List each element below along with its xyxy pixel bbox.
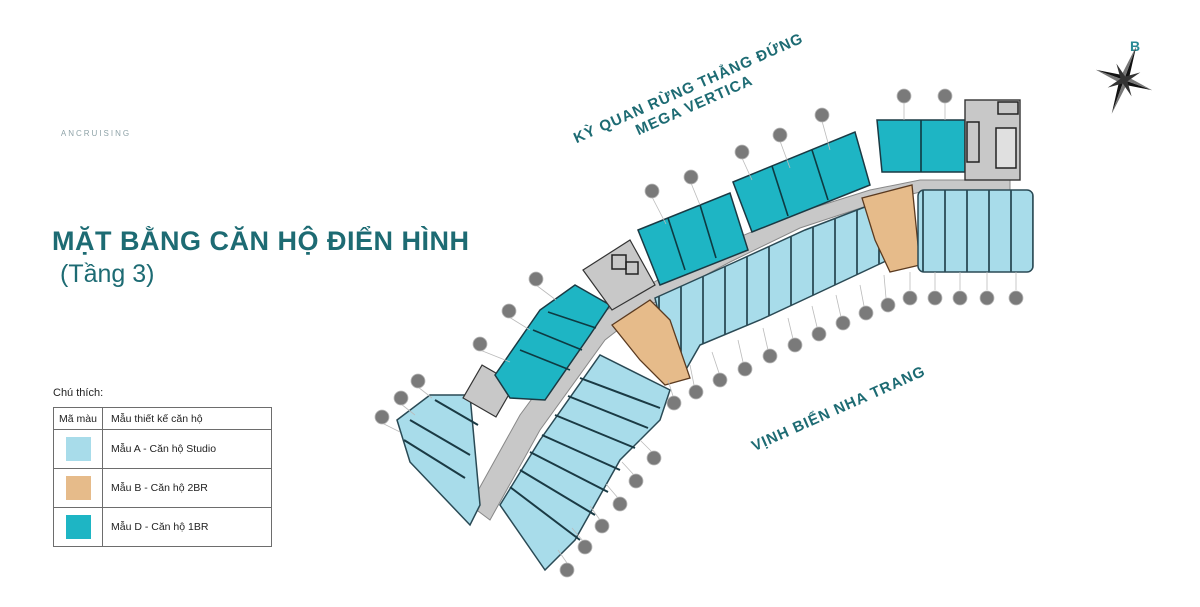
tower-logo-icon — [81, 36, 111, 119]
legend-label-1br: Mẫu D - Căn hộ 1BR — [102, 507, 272, 547]
core-central — [582, 239, 656, 311]
studio-block-east — [917, 189, 1034, 273]
one-br-block-west — [494, 284, 612, 401]
studio-wing-southwest — [396, 354, 671, 572]
two-br-unit-west — [611, 299, 691, 386]
brand-name: ANCRUISING — [60, 129, 132, 138]
one-br-block-north — [732, 130, 871, 233]
legend-caption: Chú thích: — [53, 387, 104, 399]
compass-north-label: B — [1130, 38, 1141, 54]
two-br-unit-east — [861, 184, 921, 273]
unit-markers — [374, 88, 1024, 578]
swatch-2br — [65, 476, 91, 500]
swatch-1br — [65, 515, 91, 539]
legend-row-1br: Mẫu D - Căn hộ 1BR — [53, 507, 272, 547]
swatch-studio — [65, 437, 91, 461]
page-title: MẶT BẰNG CĂN HỘ ĐIỂN HÌNH — [52, 226, 470, 256]
legend-table: Mã màu Mẫu thiết kế căn hộ Mẫu A - Căn h… — [53, 407, 272, 547]
brand-logo: ANCRUISING — [52, 34, 140, 138]
compass-rose-icon — [1095, 46, 1153, 114]
page-subtitle: (Tầng 3) — [60, 260, 155, 288]
